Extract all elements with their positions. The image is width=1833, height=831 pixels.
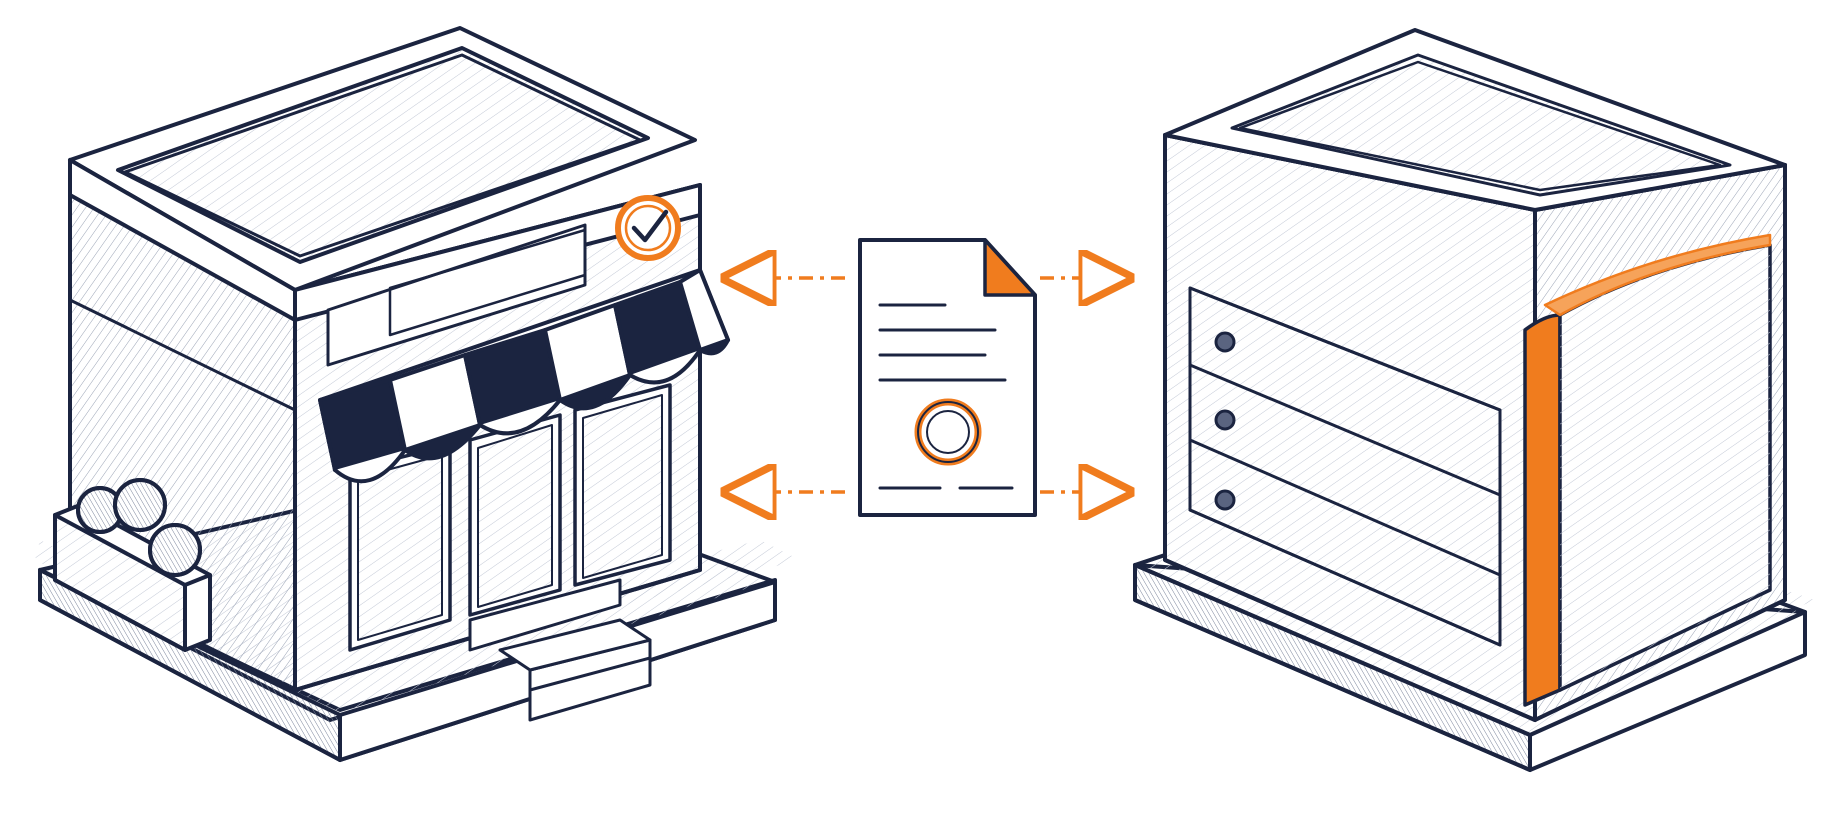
exchange-arrows <box>725 278 1130 492</box>
server-icon <box>1130 28 1815 772</box>
awning <box>318 268 730 484</box>
storefront-icon <box>35 26 800 762</box>
server-side-panel <box>1523 233 1772 707</box>
planter <box>53 478 212 652</box>
seal-icon <box>914 398 982 466</box>
document-icon <box>858 238 1037 517</box>
check-badge-icon <box>615 195 681 261</box>
